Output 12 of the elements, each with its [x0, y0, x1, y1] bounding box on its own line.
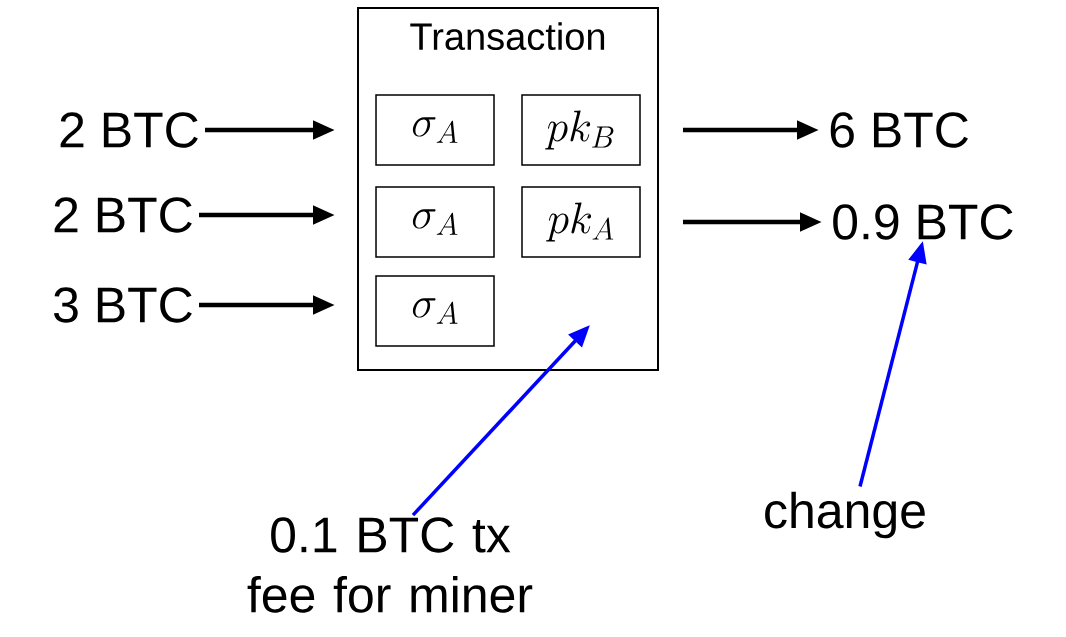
key-box: $\sigma_A$ — [375, 186, 495, 258]
amount-text: 6 BTC — [830, 112, 968, 148]
key-box: $\sigma_A$ — [375, 275, 495, 347]
amount-text: 2 BTC — [54, 197, 192, 233]
key-box: $pk_A$ — [521, 186, 641, 258]
annotation-text: 0.1 BTC tx fee for miner — [247, 517, 533, 613]
amount-text: 2 BTC — [60, 112, 198, 148]
amount-text: 3 BTC — [54, 287, 192, 323]
key-box: $pk_B$ — [521, 94, 641, 166]
key-box: $\sigma_A$ — [375, 94, 495, 166]
amount-text: 0.9 BTC — [833, 204, 1013, 240]
amount-text: change — [765, 491, 925, 539]
